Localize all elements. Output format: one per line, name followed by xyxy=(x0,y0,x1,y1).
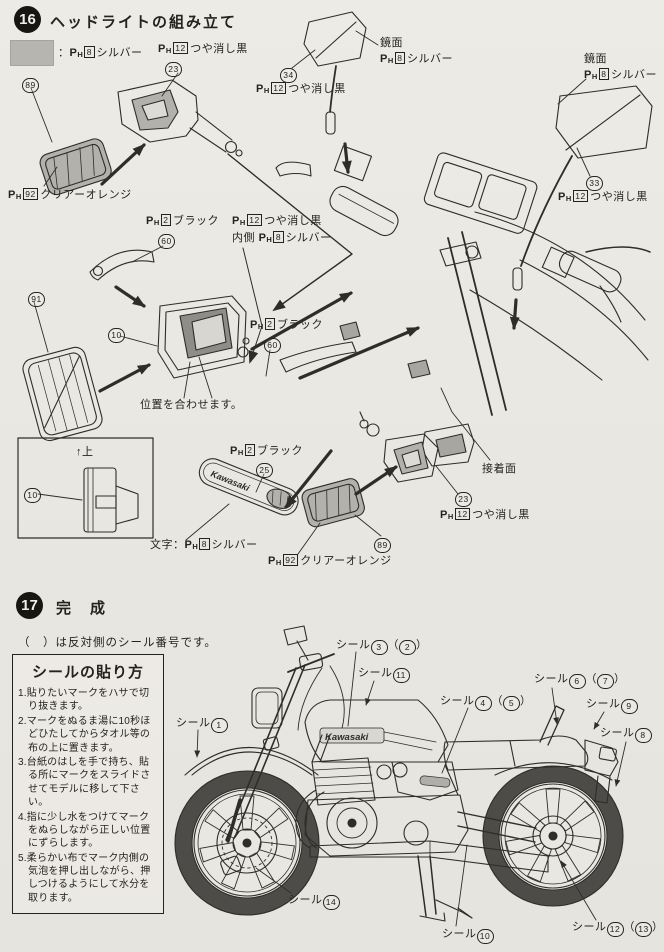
rear-signal-drawing xyxy=(301,411,439,528)
howto-steps: 1.貼りたいマークをハサで切り抜きます。2.マークをぬるま湯に10秒ほどひたして… xyxy=(18,687,158,905)
part-33: 33 xyxy=(586,174,603,191)
part-number-circle: 25 xyxy=(256,462,273,478)
legend-swatch xyxy=(10,40,54,66)
part-number-circle: 89 xyxy=(22,77,39,93)
part-91: 91 xyxy=(28,290,45,307)
visor-drawing xyxy=(89,249,155,281)
tank-logo-text: Kawasaki xyxy=(325,732,369,743)
step16-number: 16 xyxy=(19,11,36,28)
step17-title: 完 成 xyxy=(56,600,108,617)
part-number-circle: 60 xyxy=(264,337,281,353)
part-number-circle: 9 xyxy=(620,698,638,714)
step17-number-badge: 17 xyxy=(16,592,43,619)
label-mirror-face-left: 鏡面 xyxy=(380,37,403,49)
step17-number: 17 xyxy=(21,597,38,614)
part-number-circle: 10 xyxy=(108,327,125,343)
part-number-circle: 23 xyxy=(455,491,472,507)
part-number-circle: 11 xyxy=(392,667,410,683)
label-align: 位置を合わせます。 xyxy=(140,399,243,411)
label-glue-face: 接着面 xyxy=(482,463,517,475)
part-number-circle: 23 xyxy=(165,61,182,77)
part-10-inset: 10 xyxy=(24,486,41,503)
part-number-circle: 33 xyxy=(586,175,603,191)
part-number-circle: 4 xyxy=(474,695,492,711)
step16-title: ヘッドライトの組み立て xyxy=(50,14,238,31)
part-89-top: 89 xyxy=(22,76,39,93)
howto-step: 1.貼りたいマークをハサで切り抜きます。 xyxy=(18,688,150,713)
part-number-circle: 3 xyxy=(370,639,388,655)
part-60-mid: 60 xyxy=(264,336,281,353)
howto-step: 5.柔らかい布でマーク内側の気泡を押し出しながら、押しつけるようにして水分を取り… xyxy=(18,852,151,904)
front-signal-drawing xyxy=(39,79,243,196)
part-10: 10 xyxy=(108,326,125,343)
howto-step: 3.台紙のはしを手で持ち、貼る所にマークをスライドさせてモデルに移して下さい。 xyxy=(18,756,151,809)
part-number-circle: 13 xyxy=(635,921,652,937)
part-number-circle: 89 xyxy=(374,537,391,553)
part-25: 25 xyxy=(256,461,273,478)
part-number-circle: 7 xyxy=(597,673,614,689)
decal-howto-title: シールの貼り方 xyxy=(31,664,144,681)
decal-howto-box: シールの貼り方 1.貼りたいマークをハサで切り抜きます。2.マークをぬるま湯に1… xyxy=(12,654,164,915)
mirror-right-drawing xyxy=(509,85,653,330)
part-60-top: 60 xyxy=(158,232,175,249)
headlight-drawing xyxy=(22,285,420,442)
motorcycle-drawing: Kawasaki xyxy=(174,625,624,922)
opposite-side-note: （ ）は反対側のシール番号です。 xyxy=(18,637,217,649)
part-number-circle: 8 xyxy=(634,727,652,743)
part-34: 34 xyxy=(280,66,297,83)
howto-step: 4.指に少し水をつけてマークをぬらしながら正しい位置にずらします。 xyxy=(18,811,151,850)
step16-number-badge: 16 xyxy=(14,6,41,33)
howto-step: 2.マークをぬるま湯に10秒ほどひたしてからタオル等の布の上に置きます。 xyxy=(18,715,151,754)
mirror-left-drawing xyxy=(303,11,367,174)
part-number-circle: 60 xyxy=(158,233,175,249)
part-number-circle: 10 xyxy=(476,928,494,944)
part-number-circle: 6 xyxy=(568,673,586,689)
part-number-circle: 5 xyxy=(503,695,520,711)
cockpit-assembly-drawing xyxy=(275,145,651,467)
seal-leader-lines xyxy=(194,651,627,927)
part-number-circle: 91 xyxy=(28,291,45,307)
part-number-circle: 1 xyxy=(210,717,228,733)
part-89-rear: 89 xyxy=(374,536,391,553)
part-number-circle: 34 xyxy=(280,67,297,83)
part-23-rear: 23 xyxy=(455,490,472,507)
part-number-circle: 14 xyxy=(322,894,340,910)
label-mirror-face-right: 鏡面 xyxy=(584,53,607,65)
inset-box-drawing xyxy=(17,437,154,539)
part-23-top: 23 xyxy=(165,60,182,77)
part-number-circle: 12 xyxy=(606,921,624,937)
part-number-circle: 2 xyxy=(399,639,416,655)
part-number-circle: 10 xyxy=(24,487,41,503)
label-up: ↑上 xyxy=(76,446,94,458)
